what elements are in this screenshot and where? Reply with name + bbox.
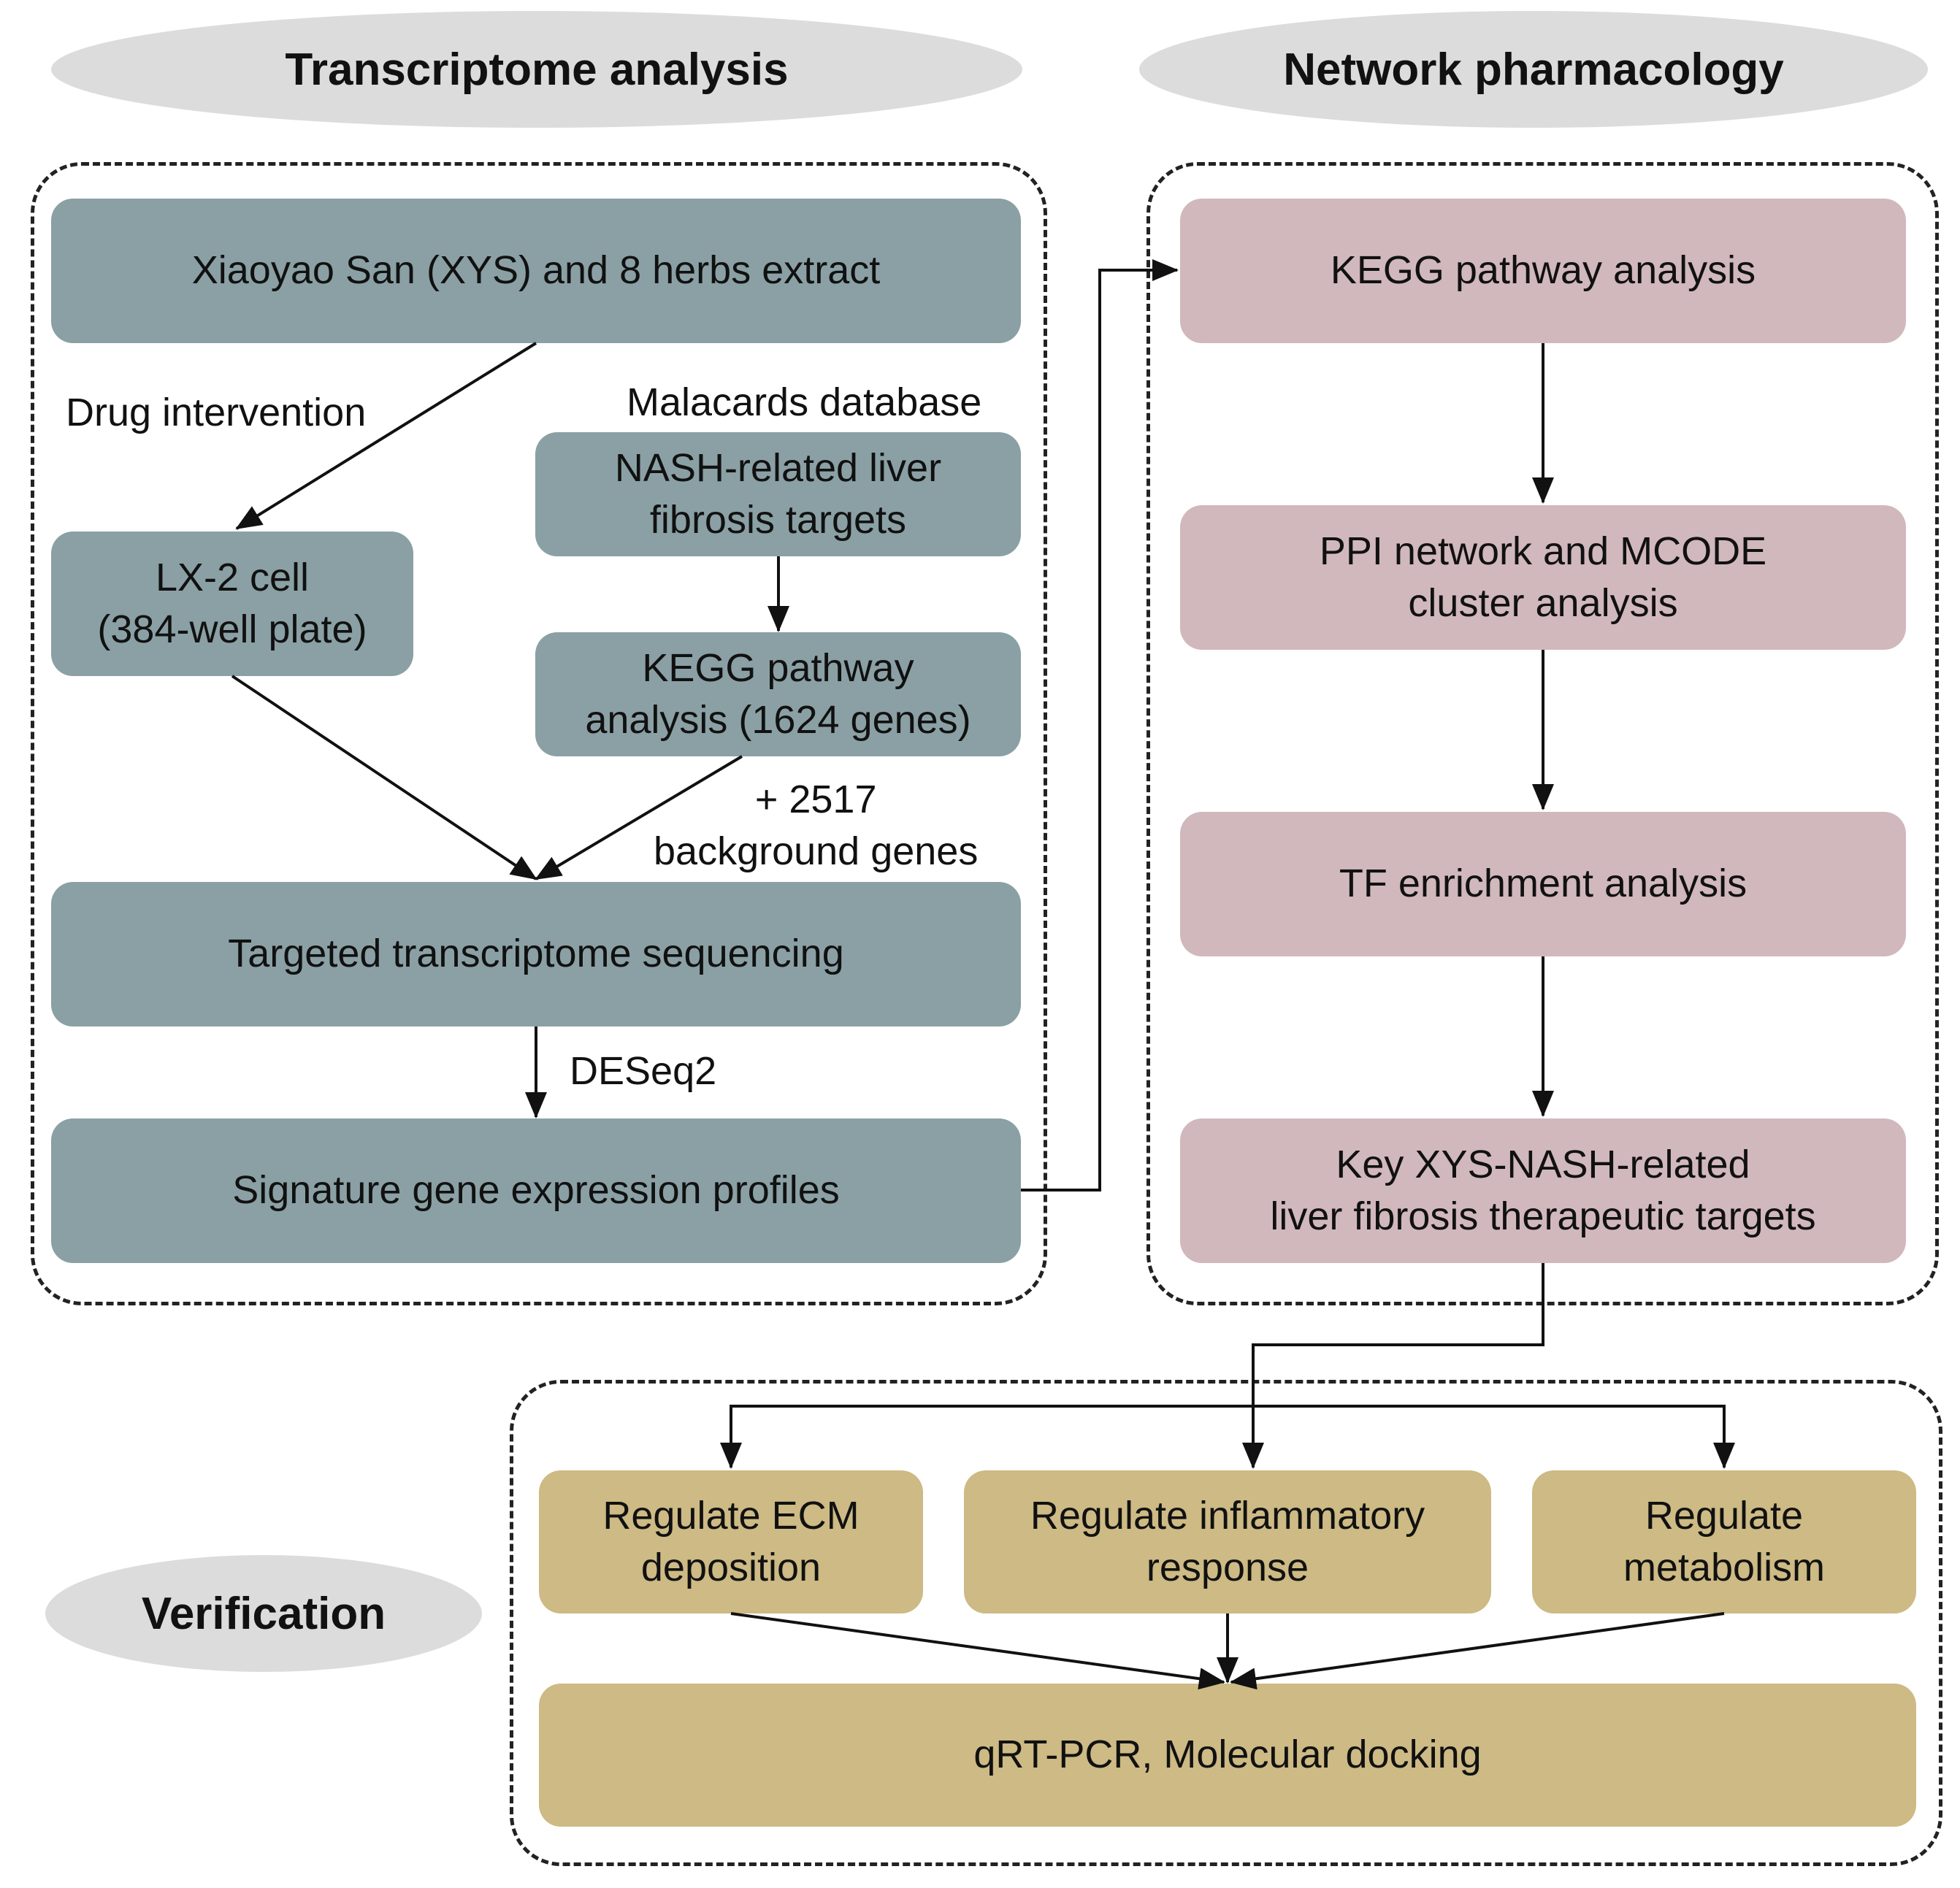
arrow-xys-to-lx2 — [235, 342, 537, 530]
tf-enrichment-box: TF enrichment analysis — [1180, 812, 1906, 956]
arrow-metabolism-to-assay — [1230, 1612, 1725, 1690]
kegg-pathway-text: KEGG pathway analysis — [1330, 248, 1756, 293]
ppi-network-box: PPI network and MCODE cluster analysis — [1180, 505, 1906, 650]
arrow-signature-to-kegg — [1021, 259, 1179, 1191]
metabolism-box: Regulate metabolism — [1532, 1470, 1916, 1613]
kegg-genes-text: KEGG pathway analysis (1624 genes) — [585, 645, 971, 742]
header-network-pharmacology: Network pharmacology — [1139, 11, 1928, 128]
malacards-label: Malacards database — [627, 380, 982, 424]
ppi-network-text: PPI network and MCODE cluster analysis — [1319, 529, 1767, 625]
signature-profiles-box: Signature gene expression profiles — [51, 1118, 1021, 1263]
drug-intervention-label: Drug intervention — [66, 391, 367, 434]
ecm-deposition-box: Regulate ECM deposition — [539, 1470, 923, 1613]
arrow-ecm-to-assay — [730, 1612, 1225, 1690]
connector-targets-down — [1242, 1263, 1544, 1469]
qrt-pcr-docking-box: qRT-PCR, Molecular docking — [539, 1684, 1916, 1827]
arrow-kegg-genes-to-sequencing — [535, 755, 743, 880]
header-transcriptome-analysis: Transcriptome analysis — [51, 11, 1022, 128]
ecm-deposition-text: Regulate ECM deposition — [602, 1493, 860, 1589]
arrow-branch-to-ecm — [720, 1405, 1253, 1469]
header-verification-label: Verification — [141, 1588, 386, 1639]
nash-targets-text: NASH-related liver fibrosis targets — [614, 445, 942, 542]
header-transcriptome-label: Transcriptome analysis — [285, 44, 789, 95]
transcriptome-group — [31, 162, 1047, 1305]
nash-targets-box: NASH-related liver fibrosis targets — [535, 432, 1021, 556]
background-genes-label: + 2517 background genes — [654, 778, 979, 874]
therapeutic-targets-box: Key XYS-NASH-related liver fibrosis ther… — [1180, 1118, 1906, 1263]
header-verification: Verification — [45, 1555, 482, 1672]
lx2-cell-text: LX-2 cell (384-well plate) — [97, 555, 367, 651]
inflammatory-response-box: Regulate inflammatory response — [964, 1470, 1491, 1613]
kegg-genes-box: KEGG pathway analysis (1624 genes) — [535, 632, 1021, 756]
deseq2-label: DESeq2 — [570, 1049, 717, 1093]
xys-extract-text: Xiaoyao San (XYS) and 8 herbs extract — [191, 248, 881, 293]
xys-extract-box: Xiaoyao San (XYS) and 8 herbs extract — [51, 199, 1021, 343]
qrt-pcr-docking-text: qRT-PCR, Molecular docking — [973, 1732, 1482, 1777]
tf-enrichment-text: TF enrichment analysis — [1339, 862, 1747, 906]
header-network-label: Network pharmacology — [1283, 44, 1784, 95]
metabolism-text: Regulate metabolism — [1623, 1493, 1826, 1589]
verification-group — [510, 1380, 1942, 1866]
kegg-pathway-box: KEGG pathway analysis — [1180, 199, 1906, 343]
lx2-cell-box: LX-2 cell (384-well plate) — [51, 532, 413, 676]
sequencing-box: Targeted transcriptome sequencing — [51, 882, 1021, 1026]
sequencing-text: Targeted transcriptome sequencing — [228, 932, 844, 976]
signature-profiles-text: Signature gene expression profiles — [232, 1168, 840, 1213]
therapeutic-targets-text: Key XYS-NASH-related liver fibrosis ther… — [1270, 1142, 1816, 1238]
arrow-branch-to-metabolism — [1253, 1405, 1735, 1469]
inflammatory-response-text: Regulate inflammatory response — [1030, 1493, 1425, 1589]
arrow-lx2-to-sequencing — [231, 675, 537, 880]
